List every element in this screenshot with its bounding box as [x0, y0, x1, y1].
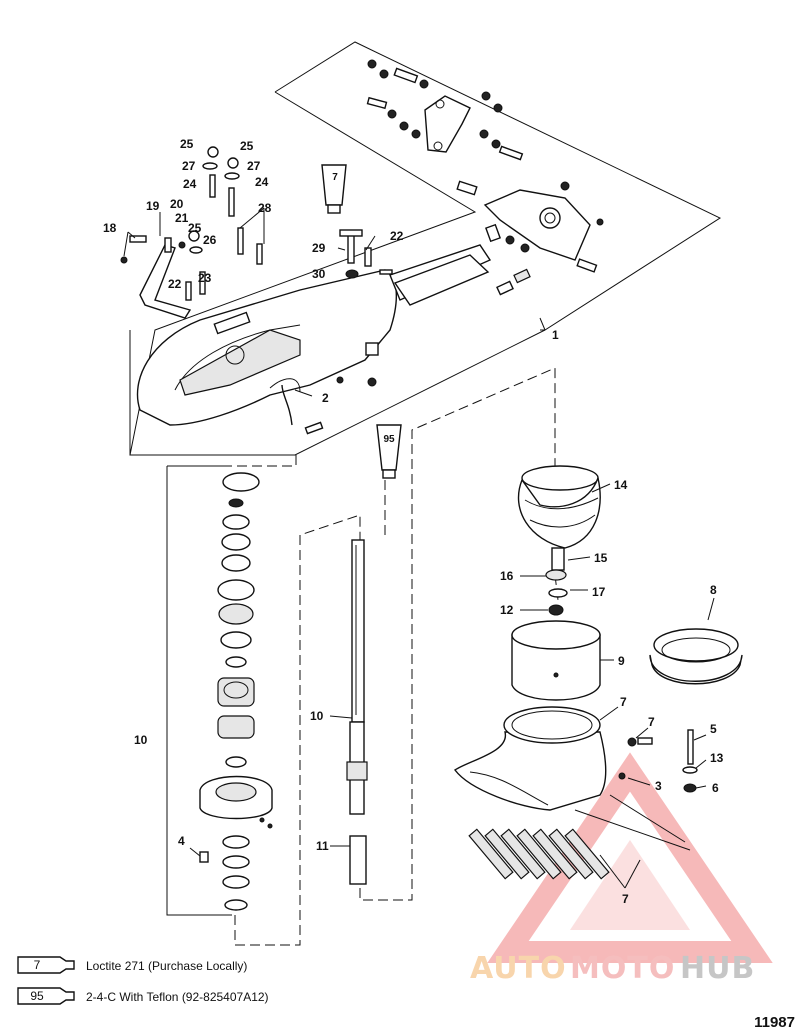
callout-10-shaft: 10 — [310, 709, 324, 723]
tube-teflon-code: 95 — [383, 434, 395, 445]
callout-14: 14 — [614, 478, 628, 492]
callout-22-left: 22 — [168, 277, 182, 291]
watermark-text-auto: AUTO — [470, 951, 567, 986]
group-left-bracket — [120, 235, 192, 319]
watermark-text-moto: MOTO — [570, 951, 675, 986]
callout-8: 8 — [710, 583, 717, 597]
callout-22-right: 22 — [390, 229, 404, 243]
callout-27-left: 27 — [182, 159, 196, 173]
legend-text-teflon: 2-4-C With Teflon (92-825407A12) — [86, 990, 269, 1004]
callout-5: 5 — [710, 722, 717, 736]
callout-9: 9 — [618, 654, 625, 668]
group-top-bracket — [366, 59, 604, 296]
callout-7-screw: 7 — [648, 715, 655, 729]
group-bearing-stack — [199, 472, 273, 911]
callout-23: 23 — [198, 271, 212, 285]
tube-teflon: 95 — [376, 424, 402, 479]
callout-13: 13 — [710, 751, 724, 765]
callout-27-right: 27 — [247, 159, 261, 173]
group-studs-nuts — [185, 146, 393, 301]
legend-code-loctite: 7 — [34, 958, 41, 972]
callout-21: 21 — [175, 211, 189, 225]
callout-24-right: 24 — [255, 175, 269, 189]
group-callout-labels: 1 2 3 4 5 6 7 7 7 8 9 10 10 11 12 13 14 … — [103, 137, 724, 906]
callout-25-mid: 25 — [188, 221, 202, 235]
callout-16: 16 — [500, 569, 514, 583]
legend: 7 Loctite 271 (Purchase Locally) 95 2-4-… — [17, 956, 269, 1005]
callout-12: 12 — [500, 603, 514, 617]
callout-2: 2 — [322, 391, 329, 405]
callout-30: 30 — [312, 267, 326, 281]
callout-20: 20 — [170, 197, 184, 211]
callout-29: 29 — [312, 241, 326, 255]
callout-24-left: 24 — [183, 177, 197, 191]
group-impeller — [517, 465, 601, 616]
pump-housing — [136, 244, 492, 435]
callout-25-left: 25 — [180, 137, 194, 151]
group-nozzle — [453, 706, 698, 880]
figure-number: 11987 — [754, 1014, 795, 1031]
legend-code-teflon: 95 — [30, 989, 44, 1003]
callout-11: 11 — [316, 839, 329, 853]
callout-28: 28 — [258, 201, 272, 215]
watermark-logo: AUTO MOTO HUB — [470, 752, 773, 986]
callout-17: 17 — [592, 585, 606, 599]
legend-text-loctite: Loctite 271 (Purchase Locally) — [86, 959, 247, 973]
legend-item-teflon: 95 2-4-C With Teflon (92-825407A12) — [17, 987, 269, 1005]
watermark-text-hub: HUB — [680, 951, 755, 986]
legend-item-loctite: 7 Loctite 271 (Purchase Locally) — [17, 956, 247, 974]
group-wear-rings — [511, 620, 743, 701]
callout-25-right: 25 — [240, 139, 254, 153]
callout-1: 1 — [552, 328, 559, 342]
callout-18: 18 — [103, 221, 117, 235]
tube-loctite-top: 7 — [321, 164, 347, 214]
callout-26: 26 — [203, 233, 217, 247]
callout-19: 19 — [146, 199, 160, 213]
group-leader-lines — [123, 207, 715, 889]
callout-6: 6 — [712, 781, 719, 795]
callout-15: 15 — [594, 551, 608, 565]
callout-10-stack: 10 — [134, 733, 148, 747]
callout-4: 4 — [178, 834, 185, 848]
callout-7-nozzle: 7 — [620, 695, 627, 709]
callout-7-grate: 7 — [622, 892, 629, 906]
intake-grate — [468, 794, 691, 880]
group-drive-shaft — [346, 539, 368, 885]
callout-3: 3 — [655, 779, 662, 793]
tube-loctite-top-code: 7 — [332, 172, 338, 183]
